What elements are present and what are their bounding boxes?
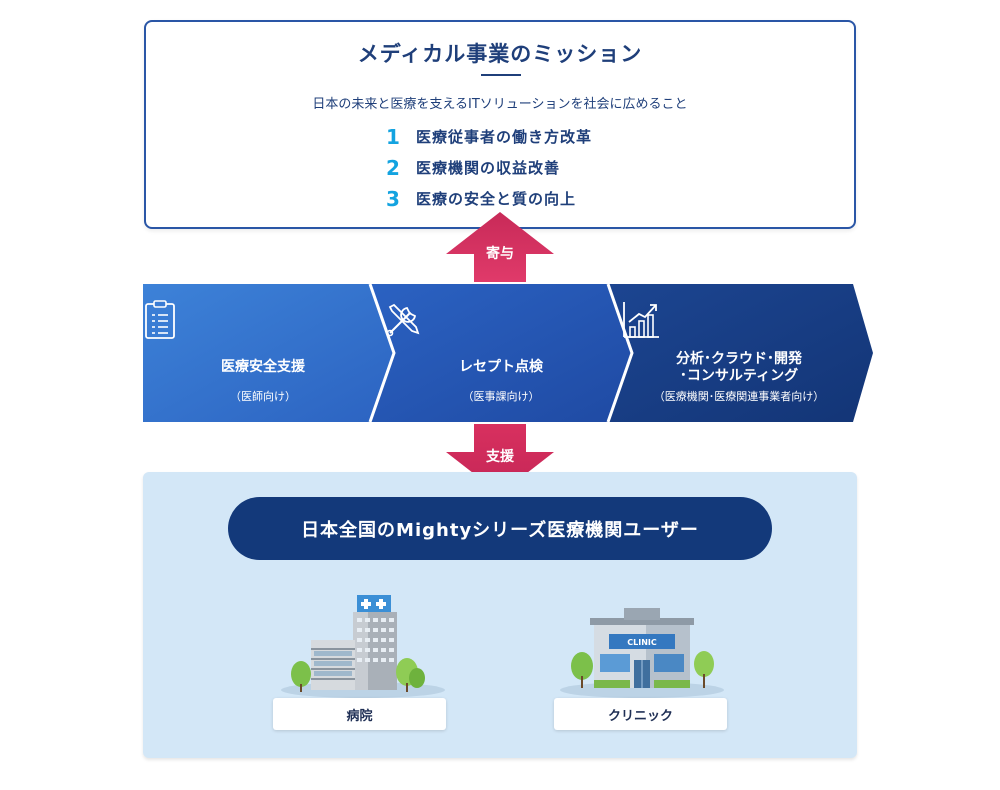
- mission-subtitle: 日本の未来と医療を支えるITソリューションを社会に広めること: [312, 97, 688, 112]
- service-title: 医療安全支援: [221, 359, 305, 375]
- service-analytics-cloud: 分析･クラウド･開発 ･コンサルティング （医療機関･医療関連事業者向け）: [621, 284, 857, 422]
- up-arrow-icon: [446, 212, 554, 282]
- title-underline: [481, 74, 521, 76]
- mission-title: メディカル事業のミッション: [357, 42, 643, 66]
- service-band: 医療安全支援 （医師向け） レセプト点検 （医事課向け）: [143, 284, 873, 422]
- service-subtitle: （医事課向け）: [462, 390, 540, 403]
- service-title-line1: 分析･クラウド･開発: [676, 351, 802, 367]
- support-label: 支援: [486, 449, 514, 465]
- service-title-line2: ･コンサルティング: [679, 368, 799, 384]
- svg-text:CLINIC: CLINIC: [627, 638, 657, 647]
- hospital-building-icon: [281, 595, 445, 698]
- goal-number: 2: [386, 155, 400, 180]
- tools-icon: [386, 303, 420, 337]
- down-arrow-icon: [446, 424, 554, 494]
- service-subtitle: （医療機関･医療関連事業者向け）: [653, 390, 825, 403]
- users-title: 日本全国のMightyシリーズ医療機関ユーザー: [228, 497, 772, 560]
- service-subtitle: （医師向け）: [230, 390, 296, 403]
- users-panel: 日本全国のMightyシリーズ医療機関ユーザー: [143, 472, 857, 758]
- goal-number: 3: [386, 186, 400, 211]
- goal-list: 1 医療従事者の働き方改革 2 医療機関の収益改善 3 医療の安全と質の向上: [386, 121, 592, 214]
- goal-number: 1: [386, 124, 400, 149]
- clipboard-icon: [145, 300, 175, 339]
- mission-box: メディカル事業のミッション 日本の未来と医療を支えるITソリューションを社会に広…: [144, 20, 856, 229]
- service-chevrons: [143, 284, 873, 422]
- goal-text: 医療機関の収益改善: [416, 159, 561, 177]
- facility-clinic: CLINIC クリニック: [554, 590, 729, 730]
- support-arrow: 支援: [446, 424, 554, 494]
- growth-chart-icon: [623, 302, 659, 338]
- contribution-label: 寄与: [486, 246, 514, 262]
- facility-label-hospital: 病院: [273, 698, 446, 730]
- goal-text: 医療従事者の働き方改革: [416, 128, 593, 146]
- service-receipt-check: レセプト点検 （医事課向け）: [383, 284, 619, 422]
- service-medical-safety: 医療安全支援 （医師向け）: [143, 284, 383, 422]
- clinic-building-icon: CLINIC: [560, 608, 724, 698]
- service-title: レセプト点検: [459, 359, 543, 375]
- goal-item: 1 医療従事者の働き方改革: [386, 121, 592, 152]
- goal-item: 2 医療機関の収益改善: [386, 152, 592, 183]
- goal-item: 3 医療の安全と質の向上: [386, 183, 592, 214]
- contribution-arrow: 寄与: [446, 212, 554, 282]
- facility-label-clinic: クリニック: [554, 698, 727, 730]
- goal-text: 医療の安全と質の向上: [416, 190, 577, 208]
- facility-hospital: 病院: [273, 590, 448, 730]
